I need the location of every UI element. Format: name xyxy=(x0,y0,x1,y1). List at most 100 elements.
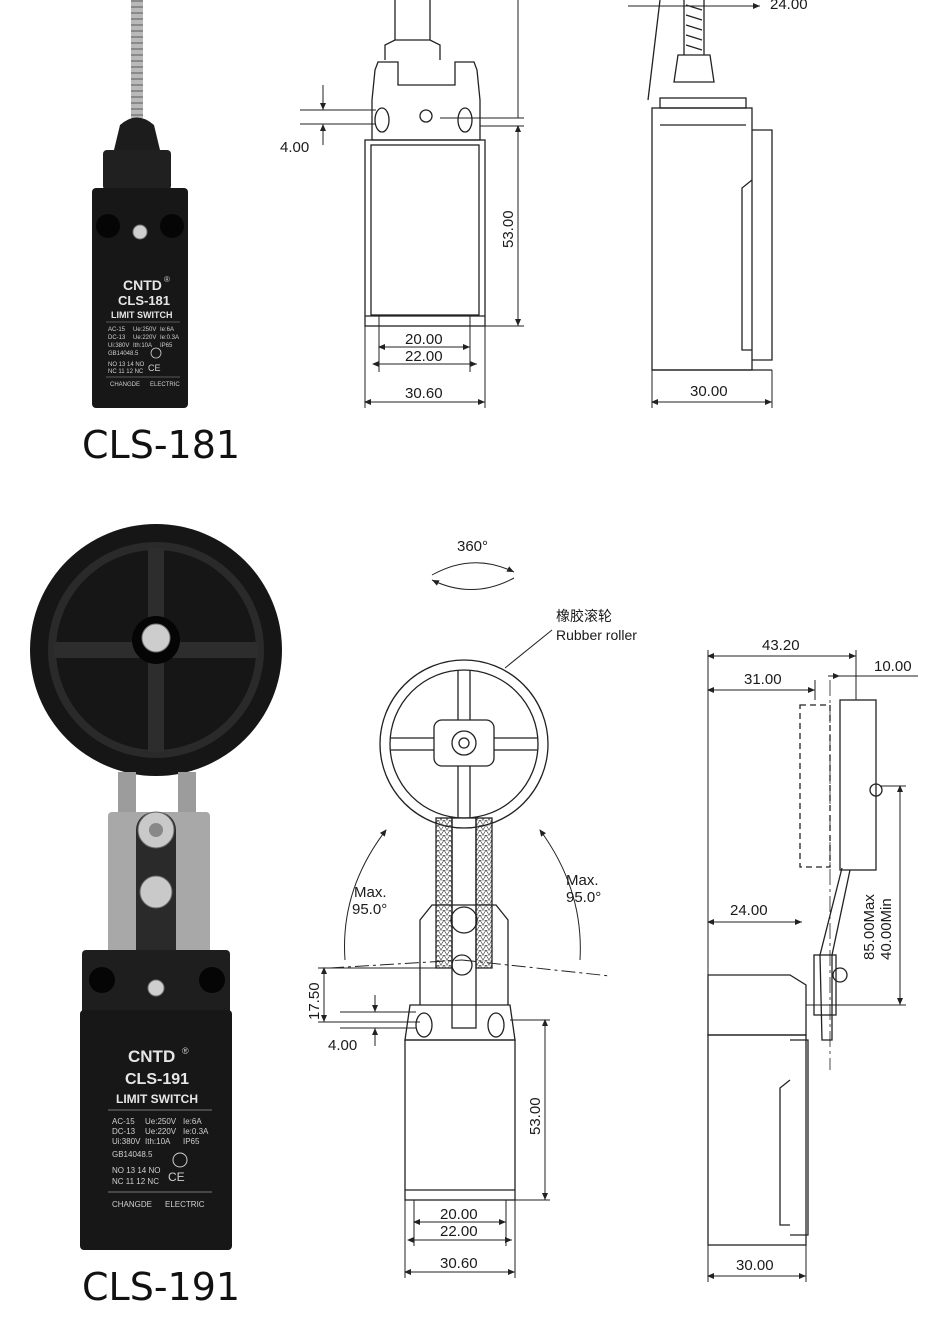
photo2-model: CLS-191 xyxy=(125,1071,189,1088)
cls191-rotation xyxy=(431,562,515,590)
roller-axle xyxy=(141,623,171,653)
photo2-spec-9: GB14048.5 xyxy=(112,1150,153,1159)
cls191-front-view xyxy=(379,659,549,1201)
photo1-spec-8: IP65 xyxy=(160,343,173,349)
mount-hole-right xyxy=(160,214,184,238)
screw-head xyxy=(132,224,148,240)
photo1-spec-5: Ie:0.3A xyxy=(160,335,179,341)
photo1-spec-4: Ue:220V xyxy=(133,335,156,341)
cls191-photo: CNTD ® CLS-191 LIMIT SWITCH AC-15 Ue:250… xyxy=(30,524,282,1250)
photo1-spec-3: DC-13 xyxy=(108,335,126,341)
lever-nut-mid xyxy=(139,875,173,909)
centerline-left xyxy=(329,959,463,969)
photo2-contact-1: NC 11 12 NC xyxy=(112,1177,159,1186)
photo2-spec-3: DC-13 xyxy=(112,1127,136,1136)
slot2-right xyxy=(487,1012,505,1038)
photo2-type: LIMIT SWITCH xyxy=(116,1092,198,1106)
rotation-arc-bottom xyxy=(431,577,515,590)
side2-bracket xyxy=(813,954,837,1016)
cls191-angle-arcs xyxy=(329,829,611,977)
angle-right-line-1: Max. xyxy=(566,872,599,889)
photo2-spec-0: AC-15 xyxy=(112,1117,135,1126)
side-body xyxy=(651,107,753,371)
lever-center xyxy=(451,817,477,1029)
photo2-spec-6: Ui:380V xyxy=(112,1137,141,1146)
rotation-arc-top xyxy=(431,562,515,576)
dim-label-31: 31.00 xyxy=(744,671,782,688)
cls191-front-dims xyxy=(318,967,550,1278)
dim-label-4b: 4.00 xyxy=(328,1037,357,1054)
screw-head-2 xyxy=(147,979,165,997)
photo2-spec-7: Ith:10A xyxy=(145,1137,171,1146)
dim-label-20: 20.00 xyxy=(405,331,443,348)
side-spring xyxy=(683,0,705,55)
photo1-type: LIMIT SWITCH xyxy=(111,310,173,320)
wheel-spokes xyxy=(390,670,538,818)
body-outline xyxy=(364,139,486,327)
cls191-side-view xyxy=(707,680,883,1246)
side2-roller xyxy=(839,699,877,871)
roller-label-en: Rubber roller xyxy=(556,627,637,643)
dim-label-4: 4.00 xyxy=(280,139,309,156)
switch-body-photo xyxy=(92,188,188,408)
wheel-outer xyxy=(379,659,549,829)
dim-label-24-top: 24.00 xyxy=(770,0,808,13)
mount-hole-left xyxy=(96,214,120,238)
head-block xyxy=(103,150,171,190)
photo1-ce-mark: CE xyxy=(148,363,161,373)
cls181-front-view xyxy=(364,0,486,327)
dim-label-22b: 22.00 xyxy=(440,1223,478,1240)
plunger-housing xyxy=(384,39,441,60)
slot-right xyxy=(457,107,473,133)
dim-label-85: 85.00Max xyxy=(861,894,878,960)
roller-leader xyxy=(504,629,553,669)
rotation-label: 360° xyxy=(457,538,488,555)
lever-left xyxy=(435,817,453,969)
side2-pivot xyxy=(832,967,848,983)
wheel-axle xyxy=(451,730,477,756)
photo1-spec-0: AC-15 xyxy=(108,327,126,333)
photo1-spec-9: GB14048.5 xyxy=(108,351,139,357)
dim-label-306b: 30.60 xyxy=(440,1255,478,1272)
photo2-registered: ® xyxy=(182,1046,189,1056)
side-step xyxy=(741,179,753,351)
angle-arc-right xyxy=(539,829,581,961)
lever-nut-top-inner xyxy=(149,823,163,837)
side-rib xyxy=(752,129,773,361)
mount-hole-right-2 xyxy=(199,967,225,993)
photo2-spec-4: Ue:220V xyxy=(145,1127,177,1136)
side2-arm xyxy=(819,867,851,1041)
model-caption-cls181: CLS-181 xyxy=(82,423,241,467)
photo2-spec-8: IP65 xyxy=(183,1137,200,1146)
wheel-hub xyxy=(433,719,495,767)
cls181-side-dims xyxy=(628,3,773,408)
photo1-model: CLS-181 xyxy=(118,293,170,308)
photo1-spec-7: Ith:10A xyxy=(133,343,152,349)
side2-axle xyxy=(869,783,883,797)
dim-label-10: 10.00 xyxy=(874,658,912,675)
photo1-spec-6: Ui:380V xyxy=(108,343,129,349)
wheel-inner xyxy=(389,669,539,819)
angle-arc-left xyxy=(344,829,387,961)
center-screw xyxy=(419,109,433,123)
dim-label-306: 30.60 xyxy=(405,385,443,402)
mount-hole-left-2 xyxy=(89,967,115,993)
photo1-maker-0: CHANGDE xyxy=(110,382,140,388)
photo2-ce-mark: CE xyxy=(168,1170,185,1184)
photo2-spec-1: Ue:250V xyxy=(145,1117,177,1126)
side2-step xyxy=(779,1079,791,1226)
switch-body-photo-2 xyxy=(80,1010,232,1250)
side2-rib xyxy=(790,1039,809,1236)
head2-outline xyxy=(419,904,509,1005)
cls181-front-dims xyxy=(300,0,524,408)
side2-roller-ghost xyxy=(799,704,831,868)
plunger-spring xyxy=(394,0,431,40)
lever-pivot-lower xyxy=(451,954,473,976)
photo1-ccc-mark xyxy=(150,347,162,359)
dim-label-40: 40.00Min xyxy=(878,898,895,960)
dim-label-20b: 20.00 xyxy=(440,1206,478,1223)
dim-label-53b: 53.00 xyxy=(527,1097,544,1135)
roller-rim xyxy=(48,542,264,758)
photo1-spec-1: Ue:250V xyxy=(133,327,156,333)
